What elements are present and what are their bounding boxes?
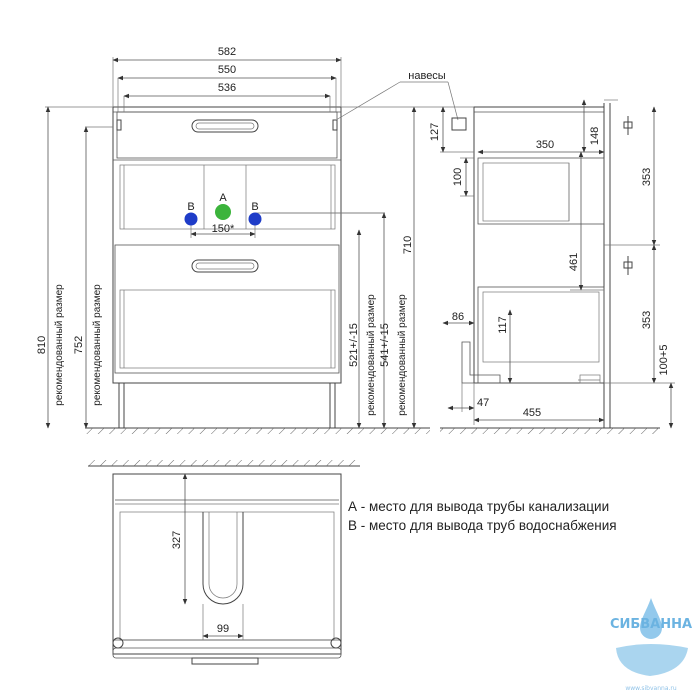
dim-710: 710 bbox=[402, 236, 414, 254]
floor-hatch bbox=[85, 428, 430, 434]
dim-582: 582 bbox=[218, 46, 236, 58]
dim-47: 47 bbox=[477, 397, 489, 409]
dim-327: 327 bbox=[171, 531, 183, 549]
dim-100-5: 100+5 bbox=[658, 345, 670, 376]
dim-810: 810 bbox=[36, 336, 48, 354]
dim-353-lower: 353 bbox=[641, 311, 653, 329]
legend-b: В - место для вывода труб водоснабжения bbox=[348, 518, 617, 533]
recommended-label-2: рекомендованный размер bbox=[92, 284, 103, 406]
dim-550: 550 bbox=[218, 64, 236, 76]
hinges-label: навесы bbox=[408, 70, 446, 82]
upper-drawer-handle bbox=[191, 119, 259, 133]
dim-461: 461 bbox=[568, 253, 580, 271]
recommended-label-4: рекомендованный размер bbox=[397, 294, 408, 416]
dim-350: 350 bbox=[536, 139, 554, 151]
dim-148: 148 bbox=[589, 127, 601, 145]
dim-455: 455 bbox=[523, 407, 541, 419]
pipe-b-left-marker bbox=[184, 212, 198, 226]
dim-86: 86 bbox=[452, 311, 464, 323]
dim-99: 99 bbox=[217, 623, 229, 635]
front-view: 582 550 536 150* А В В 810 рекомендованн… bbox=[36, 46, 440, 434]
dim-541: 541+/-15 bbox=[379, 323, 391, 367]
dim-117: 117 bbox=[497, 316, 509, 334]
brand-logo: СИБВАННА www.sibvanna.ru bbox=[610, 598, 692, 692]
label-a: А bbox=[219, 192, 227, 204]
brand-url: www.sibvanna.ru bbox=[625, 685, 677, 692]
plan-view: 327 99 bbox=[88, 460, 360, 665]
bathtub-icon bbox=[616, 644, 688, 676]
dim-150: 150* bbox=[212, 223, 235, 235]
label-b-left: В bbox=[187, 201, 194, 213]
pipe-b-right-marker bbox=[248, 212, 262, 226]
dim-100: 100 bbox=[452, 168, 464, 186]
cabinet-body bbox=[112, 106, 342, 384]
lower-drawer-handle bbox=[191, 259, 259, 273]
label-b-right: В bbox=[251, 201, 258, 213]
hinge-bracket bbox=[451, 117, 467, 131]
pipe-a-marker bbox=[215, 204, 231, 220]
dim-353-upper: 353 bbox=[641, 168, 653, 186]
upper-drawer bbox=[116, 111, 338, 159]
lower-drawer bbox=[114, 244, 340, 374]
dim-521: 521+/-15 bbox=[348, 323, 360, 367]
brand-name: СИБВАННА bbox=[610, 617, 692, 632]
side-view: навесы 127 100 350 148 353 461 353 bbox=[335, 70, 675, 434]
dim-752: 752 bbox=[73, 336, 85, 354]
dim-536: 536 bbox=[218, 82, 236, 94]
siphon-cutout bbox=[202, 512, 244, 605]
legend-a: А - место для вывода трубы канализации bbox=[348, 499, 609, 514]
recommended-label-3: рекомендованный размер bbox=[366, 294, 377, 416]
recommended-label-1: рекомендованный размер bbox=[54, 284, 65, 406]
water-drop-icon bbox=[640, 598, 662, 639]
plan-cabinet bbox=[112, 473, 342, 655]
dim-127: 127 bbox=[429, 123, 441, 141]
